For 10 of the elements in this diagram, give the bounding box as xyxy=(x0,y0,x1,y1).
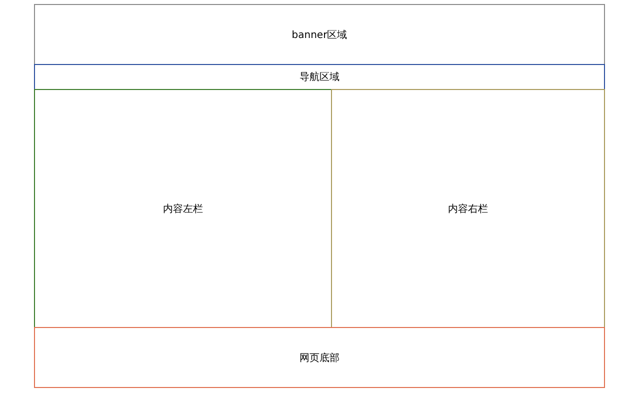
area-label: 导航区域 xyxy=(300,70,340,84)
right-column xyxy=(331,89,605,328)
left-column xyxy=(34,89,332,328)
navigation-bar xyxy=(34,64,605,90)
banner-area xyxy=(34,4,605,65)
area-label: banner区域 xyxy=(292,28,348,42)
area-label: 网页底部 xyxy=(300,352,340,364)
area-label: 内容左栏 xyxy=(163,202,203,216)
area-label: 内容右栏 xyxy=(448,202,488,216)
footer-area xyxy=(34,327,605,388)
